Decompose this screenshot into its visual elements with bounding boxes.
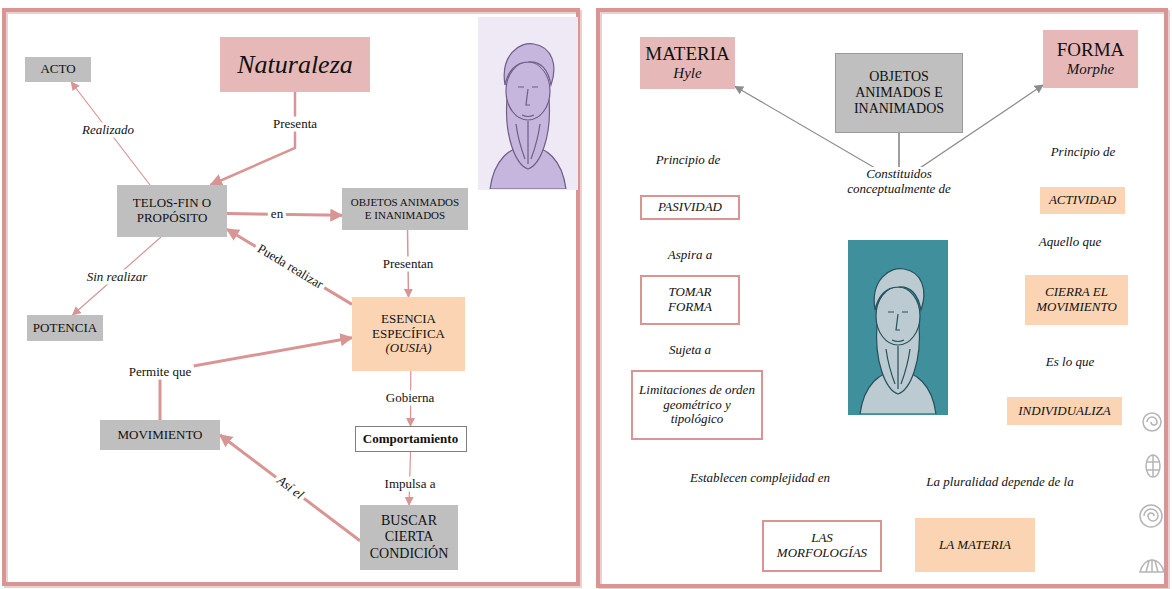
edge-label: Impulsa a — [382, 477, 439, 492]
portrait-bust — [860, 269, 936, 414]
fossil-icons — [1140, 413, 1164, 572]
edge-label: Gobierna — [383, 391, 437, 406]
edge-label: Realizado — [79, 123, 137, 138]
node-text: ESENCIA ESPECÍFICA — [357, 312, 460, 342]
fossil-icon — [1140, 505, 1162, 527]
concept-box: LA MATERIA — [915, 518, 1035, 572]
node-text: FORMA — [1057, 39, 1125, 61]
node-text: MOVIMIENTO — [118, 428, 203, 443]
node-text: Comportamiento — [363, 432, 458, 447]
node-text: ACTIVIDAD — [1049, 193, 1116, 208]
edge-label: Presenta — [270, 117, 320, 132]
connector-arrow — [71, 82, 150, 185]
edge-label: en — [268, 207, 286, 222]
concept-box: INDIVIDUALIZA — [1007, 397, 1122, 425]
fossil-icon — [1143, 413, 1161, 431]
concept-box: LAS MORFOLOGÍAS — [762, 520, 882, 572]
node-text: LA MATERIA — [939, 538, 1011, 553]
portrait-right — [848, 240, 948, 415]
edge-label: Permite que — [126, 365, 194, 380]
edge-label: Así el — [271, 471, 308, 504]
concept-box: ACTO — [25, 57, 91, 82]
concept-box: TOMAR FORMA — [640, 275, 740, 325]
connecting-phrase: Establecen complejidad en — [682, 471, 838, 486]
edge-label: Sin realizar — [84, 270, 151, 285]
connector-arrow — [211, 92, 296, 185]
node-text: MATERIA — [645, 43, 729, 65]
panel-shadow — [600, 12, 1168, 588]
node-text: ACTO — [40, 62, 75, 77]
portrait-left — [478, 17, 578, 190]
concept-box: BUSCAR CIERTA CONDICIÓN — [360, 505, 458, 570]
node-text: Limitaciones de orden geométrico y tipol… — [638, 383, 756, 428]
concept-box: OBJETOS ANIMADOS E INANIMADOS — [342, 188, 468, 230]
connector-arrow — [227, 229, 352, 304]
right-panel — [598, 10, 1166, 586]
concept-box: POTENCIA — [27, 315, 103, 341]
heading-box: FORMAMorphe — [1043, 30, 1138, 88]
connectors — [71, 82, 1043, 541]
title-box: Naturaleza — [220, 37, 370, 92]
connecting-phrase: Sujeta a — [666, 343, 714, 358]
connecting-phrase: Aspira a — [665, 248, 715, 263]
connector-arrow — [220, 435, 360, 541]
concept-box: OBJETOS ANIMADOS E INANIMADOS — [835, 53, 963, 133]
concept-box: TELOS-FIN O PROPÓSITO — [117, 185, 227, 237]
node-text: (OUSIA) — [385, 341, 431, 356]
concept-box: ACTIVIDAD — [1040, 187, 1125, 214]
node-text: CIERRA EL MOVIMIENTO — [1030, 285, 1123, 315]
concept-box: Limitaciones de orden geométrico y tipol… — [631, 370, 763, 440]
node-text: OBJETOS ANIMADOS E INANIMADOS — [347, 196, 463, 221]
node-text: LAS MORFOLOGÍAS — [769, 531, 875, 561]
portrait-ground — [478, 17, 578, 190]
node-text: OBJETOS ANIMADOS E INANIMADOS — [841, 69, 957, 117]
node-text: PASIVIDAD — [658, 200, 722, 215]
portrait-ground — [848, 240, 948, 415]
connecting-phrase: Principio de — [1048, 145, 1119, 160]
fossil-icon — [1146, 455, 1160, 477]
connecting-phrase: Principio de — [653, 153, 724, 168]
node-text: BUSCAR CIERTA CONDICIÓN — [365, 513, 453, 561]
node-text: Naturaleza — [237, 50, 353, 80]
edge-label: Pueda realizar — [252, 240, 328, 294]
node-text: Morphe — [1067, 61, 1115, 78]
connecting-phrase: Aquello que — [1036, 235, 1104, 250]
node-text: INDIVIDUALIZA — [1018, 404, 1110, 419]
connecting-phrase: Es lo que — [1043, 355, 1097, 370]
node-text: POTENCIA — [33, 321, 97, 336]
heading-box: MATERIAHyle — [640, 37, 735, 89]
left-panel — [4, 10, 578, 584]
panel-shadow — [6, 12, 580, 586]
portrait-bust — [490, 44, 566, 189]
concept-box: Comportamiento — [355, 426, 467, 452]
concept-box: PASIVIDAD — [640, 195, 740, 220]
node-text: Hyle — [673, 65, 701, 82]
fossil-icon — [1140, 559, 1164, 572]
node-text: TOMAR FORMA — [647, 285, 733, 315]
concept-box: MOVIMIENTO — [100, 420, 220, 450]
edge-label: Presentan — [380, 257, 437, 272]
concept-box: ESENCIA ESPECÍFICA(OUSIA) — [352, 297, 465, 371]
concept-box: CIERRA EL MOVIMIENTO — [1025, 275, 1128, 325]
node-text: TELOS-FIN O PROPÓSITO — [122, 196, 222, 226]
connector-arrow — [73, 237, 161, 315]
edge-label: Constituidos conceptualmente de — [831, 167, 967, 197]
connecting-phrase: La pluralidad depende de la — [922, 475, 1078, 490]
